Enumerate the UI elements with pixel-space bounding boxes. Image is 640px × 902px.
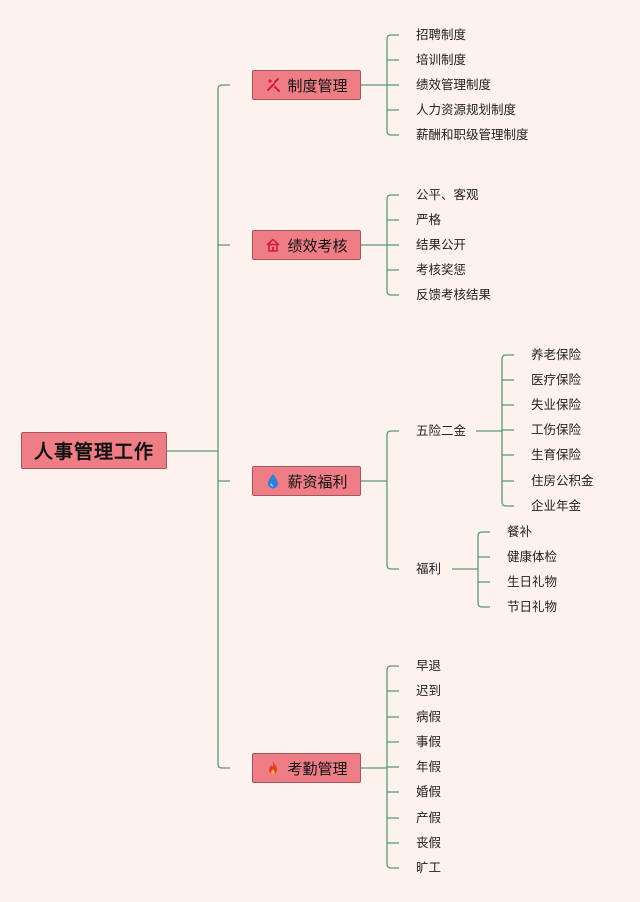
connector-line [477,531,490,537]
root-node: 人事管理工作 [21,432,167,469]
connector-line [386,430,399,436]
leaf-node: 生育保险 [531,447,582,462]
leaf-node: 招聘制度 [416,27,467,42]
leaf-node: 住房公积金 [531,473,594,488]
leaf-node: 医疗保险 [531,372,582,387]
connector-line [386,665,399,671]
leaf-node: 培训制度 [416,52,467,67]
leaf-node: 人力资源规划制度 [416,102,517,117]
leaf-node: 产假 [416,810,442,825]
connector-line [386,194,399,200]
leaf-node: 病假 [416,709,442,724]
leaf-node: 旷工 [416,860,442,875]
leaf-node: 企业年金 [531,498,582,513]
water-drop-icon [268,474,279,489]
connector-line [386,564,399,570]
leaf-node: 公平、客观 [416,187,479,202]
leaf-node: 年假 [416,759,442,774]
leaf-node: 薪酬和职级管理制度 [416,127,529,142]
leaf-node: 考核奖惩 [416,262,467,277]
connector-line [501,354,514,360]
leaf-node: 节日礼物 [507,599,558,614]
connector-line [477,602,490,608]
connector-line [386,130,399,136]
sub-node-insurance: 五险二金 [416,423,467,438]
branch-attendance: 考勤管理 [252,753,361,783]
leaf-node: 结果公开 [416,237,467,252]
leaf-node: 迟到 [416,683,442,698]
connector-line [386,290,399,296]
connector-line [386,34,399,40]
flame-icon [269,761,278,775]
branch-label: 制度管理 [287,76,348,95]
leaf-node: 绩效管理制度 [416,77,492,92]
leaf-node: 失业保险 [531,397,582,412]
connector-line [501,501,514,507]
leaf-node: 餐补 [507,524,533,539]
leaf-node: 反馈考核结果 [416,287,492,302]
branch-system-management: 制度管理 [252,70,361,100]
branch-label: 绩效考核 [287,236,348,255]
branch-label: 考勤管理 [287,759,348,778]
leaf-node: 早退 [416,658,442,673]
branch-performance: 绩效考核 [252,230,361,260]
leaf-node: 工伤保险 [531,422,582,437]
leaf-node: 严格 [416,212,442,227]
branch-label: 薪资福利 [287,472,348,491]
leaf-node: 丧假 [416,835,442,850]
tools-icon [267,78,281,92]
house-icon [266,238,281,252]
branch-salary-benefits: 薪资福利 [252,466,361,496]
sub-node-welfare: 福利 [416,561,442,576]
connector-line [217,84,230,90]
connector-line [217,763,230,769]
leaf-node: 婚假 [416,784,442,799]
leaf-node: 事假 [416,734,442,749]
leaf-node: 健康体检 [507,549,558,564]
leaf-node: 养老保险 [531,347,582,362]
leaf-node: 生日礼物 [507,574,558,589]
connector-line [386,863,399,869]
